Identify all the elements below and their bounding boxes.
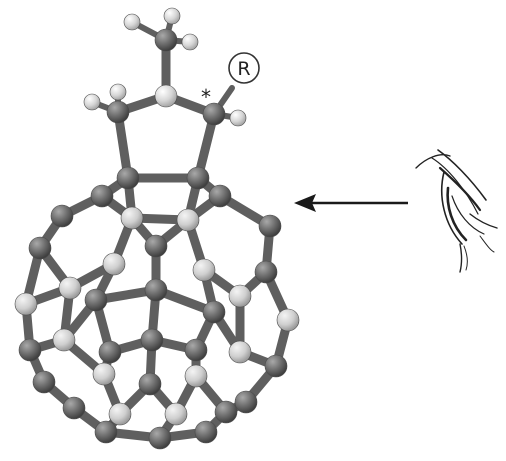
carbon-atom-highlight — [52, 328, 76, 352]
carbon-atom — [234, 390, 258, 414]
eye-icon — [415, 149, 498, 273]
molecule-model — [14, 7, 300, 450]
carbon-atom — [208, 184, 232, 208]
substituent-r-badge: R — [228, 52, 260, 84]
substituent-ring — [228, 52, 260, 84]
stereocenter-label: * — [201, 85, 211, 109]
carbon-atom — [18, 338, 42, 362]
carbon-atom-highlight — [102, 252, 126, 276]
carbon-atom-highlight — [184, 364, 208, 388]
carbon-atom — [194, 420, 218, 444]
carbon-atom — [184, 338, 208, 362]
carbon-atom — [106, 100, 130, 124]
carbon-atom-highlight — [58, 276, 82, 300]
carbon-atom — [254, 260, 278, 284]
carbon-atom-highlight — [120, 206, 144, 230]
carbon-atom — [154, 28, 178, 52]
hydrogen-atom — [123, 13, 141, 31]
carbon-atom — [186, 166, 210, 190]
carbon-atom — [148, 426, 172, 450]
carbon-atom — [28, 236, 52, 260]
carbon-atom — [144, 278, 168, 302]
carbon-atom — [214, 400, 238, 424]
carbon-atom-highlight — [14, 292, 38, 316]
carbon-atom — [98, 340, 122, 364]
hydrogen-atom — [229, 109, 247, 127]
hydrogen-atom — [83, 93, 101, 111]
carbon-atom-highlight — [108, 402, 132, 426]
carbon-atom — [94, 420, 118, 444]
carbon-atom-highlight — [276, 308, 300, 332]
substituent-label: R — [237, 58, 250, 80]
carbon-atom — [90, 184, 114, 208]
carbon-atom-highlight — [164, 402, 188, 426]
carbon-atom — [202, 102, 226, 126]
carbon-atom — [50, 204, 74, 228]
carbon-atom — [264, 354, 288, 378]
carbon-atom — [258, 214, 282, 238]
carbon-atom — [84, 288, 108, 312]
nitrogen-atom — [154, 84, 178, 108]
carbon-atom-highlight — [92, 362, 116, 386]
carbon-atom — [144, 234, 168, 258]
carbon-atom — [116, 166, 140, 190]
carbon-atom-highlight — [228, 340, 252, 364]
carbon-atom-highlight — [228, 284, 252, 308]
carbon-atom — [202, 300, 226, 324]
hydrogen-atom — [181, 33, 199, 51]
carbon-atom-highlight — [192, 258, 216, 282]
carbon-atom — [62, 396, 86, 420]
hydrogen-atom — [163, 7, 181, 25]
hydrogen-atom — [109, 83, 127, 101]
carbon-atom — [32, 370, 56, 394]
atom-set — [14, 7, 300, 450]
carbon-atom-highlight — [176, 208, 200, 232]
carbon-atom — [138, 372, 162, 396]
arrow-left-icon — [294, 194, 408, 212]
carbon-atom — [140, 328, 164, 352]
